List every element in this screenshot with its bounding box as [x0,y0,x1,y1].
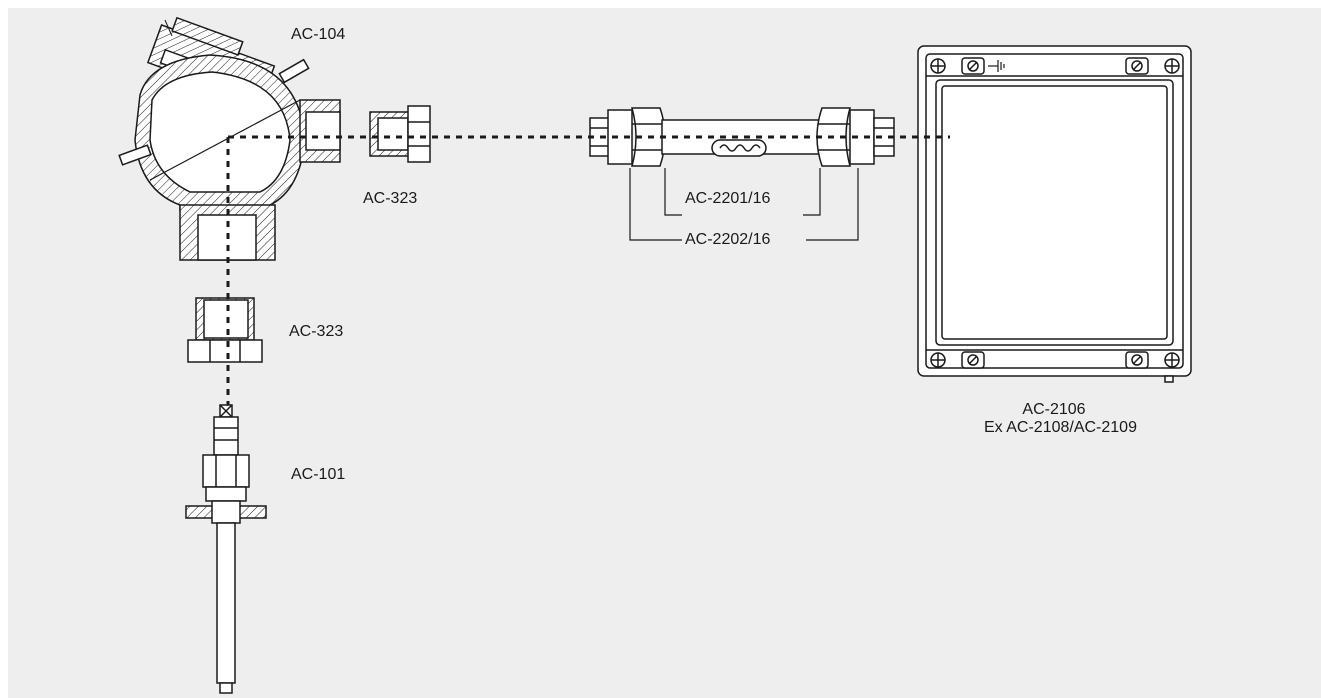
junction-head-divider [149,99,301,181]
adapter-bottom-label: AC-323 [289,323,344,340]
sensor-label: AC-101 [291,466,346,483]
sensor-probe [185,404,267,694]
connection-dashed-lines [226,135,950,405]
adapter-right-label: AC-323 [363,190,418,207]
adapter-bottom-part [187,297,263,363]
enclosure-label-line2: Ex AC-2108/AC-2109 [984,419,1137,436]
adapter-right-part [369,105,431,163]
dimension-brackets [629,168,859,241]
enclosure-box [917,45,1192,383]
cable-gland-assembly [589,107,895,167]
enclosure-label-line1: AC-2106 [1022,401,1086,418]
junction-head-label: AC-104 [291,26,346,43]
cable-inner-label: AC-2201/16 [685,190,771,207]
cable-outer-label: AC-2202/16 [685,231,771,248]
